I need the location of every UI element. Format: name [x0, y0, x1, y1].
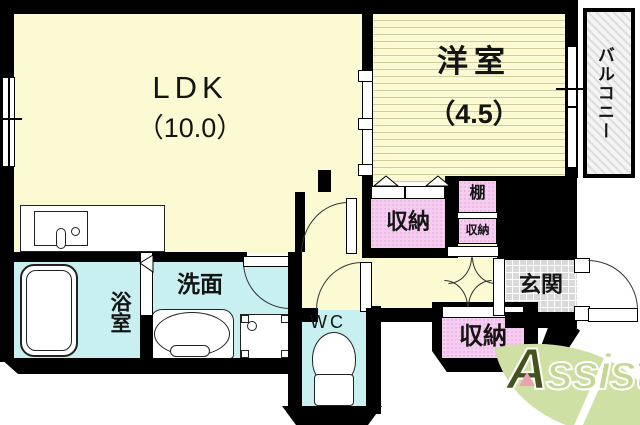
wall-shelf-col-left — [445, 176, 458, 256]
washroom-door-leaf — [243, 256, 290, 267]
balcony-label: バルコニー — [594, 45, 614, 141]
window-left-tick — [0, 118, 22, 120]
shelf-label: 棚 — [469, 185, 486, 202]
kitchen-faucet-icon — [56, 228, 66, 249]
window-left-mullion — [8, 77, 10, 167]
wc-door-leaf — [360, 262, 372, 312]
western-label: 洋室 — [437, 44, 511, 79]
storage-bottom-label: 収納 — [459, 323, 507, 350]
window-balcony-tick — [556, 88, 592, 90]
wall-ldk-bottom — [0, 252, 247, 262]
shelf-box — [458, 180, 497, 213]
partition-track-1 — [358, 70, 373, 82]
closet-door-panel-2 — [405, 186, 445, 199]
closet-door-panel-1 — [371, 186, 405, 199]
wall-partition-bottom — [362, 176, 373, 254]
wall-top — [0, 0, 578, 14]
storage-main-label: 収納 — [385, 209, 430, 234]
western-size-label: （4.5） — [428, 99, 520, 129]
assist-logo-letter-a: A — [505, 336, 549, 403]
wall-hall-bottom-left — [300, 308, 318, 322]
partition-track-2 — [358, 118, 373, 130]
storage-small-door — [447, 246, 499, 257]
wall-entrance-top-block — [497, 176, 577, 260]
ldk-door-leaf — [346, 198, 357, 254]
room-western — [373, 14, 565, 182]
wall-hall-bottom-right — [366, 308, 436, 322]
toilet-tank — [314, 374, 354, 406]
entrance-label: 玄関 — [518, 272, 563, 297]
washer-corner-bl — [241, 350, 249, 358]
wall-storage-bottom-edge — [362, 248, 458, 258]
ldk-size-label: （10.0） — [136, 113, 244, 143]
partition-track-3 — [358, 164, 373, 176]
kitchen-drain-icon — [71, 227, 80, 236]
bathtub-inner — [26, 270, 72, 351]
washer-drain-icon — [247, 321, 257, 331]
closet-triangle-icon — [373, 175, 399, 187]
balcony-box — [583, 8, 635, 178]
closet-triangle-icon — [425, 175, 451, 187]
ldk-label: LDK — [152, 70, 228, 105]
wall-wc-bottom — [282, 406, 382, 425]
entrance-step — [493, 258, 505, 316]
wall-nook-left — [295, 192, 305, 252]
bath-door-triangle-icon — [139, 254, 154, 273]
wall-wc-right — [366, 306, 381, 414]
entrance-door-arc — [588, 260, 638, 310]
wall-partition-top — [362, 14, 373, 76]
wall-left — [0, 0, 14, 362]
entrance-door-leaf — [588, 308, 638, 322]
storage-small-label: 収納 — [465, 223, 490, 237]
wall-bath-wash — [140, 316, 153, 362]
storage-main-box — [371, 199, 445, 248]
assist-logo-rest: ssist — [545, 343, 640, 401]
wall-nook-stub — [318, 170, 331, 192]
washer-corner-tl — [241, 315, 249, 323]
wash-basin-soap-dish — [170, 345, 210, 357]
bathroom-label: 浴室 — [108, 291, 132, 333]
assist-logo-text: Assist — [505, 336, 640, 403]
washroom-label: 洗面 — [177, 271, 223, 297]
wall-bath-bottom — [0, 358, 302, 374]
storage-small-box — [458, 218, 497, 244]
wall-wc-left — [288, 252, 302, 414]
wc-label: WC — [310, 312, 346, 332]
window-balcony-mullion — [567, 106, 577, 108]
